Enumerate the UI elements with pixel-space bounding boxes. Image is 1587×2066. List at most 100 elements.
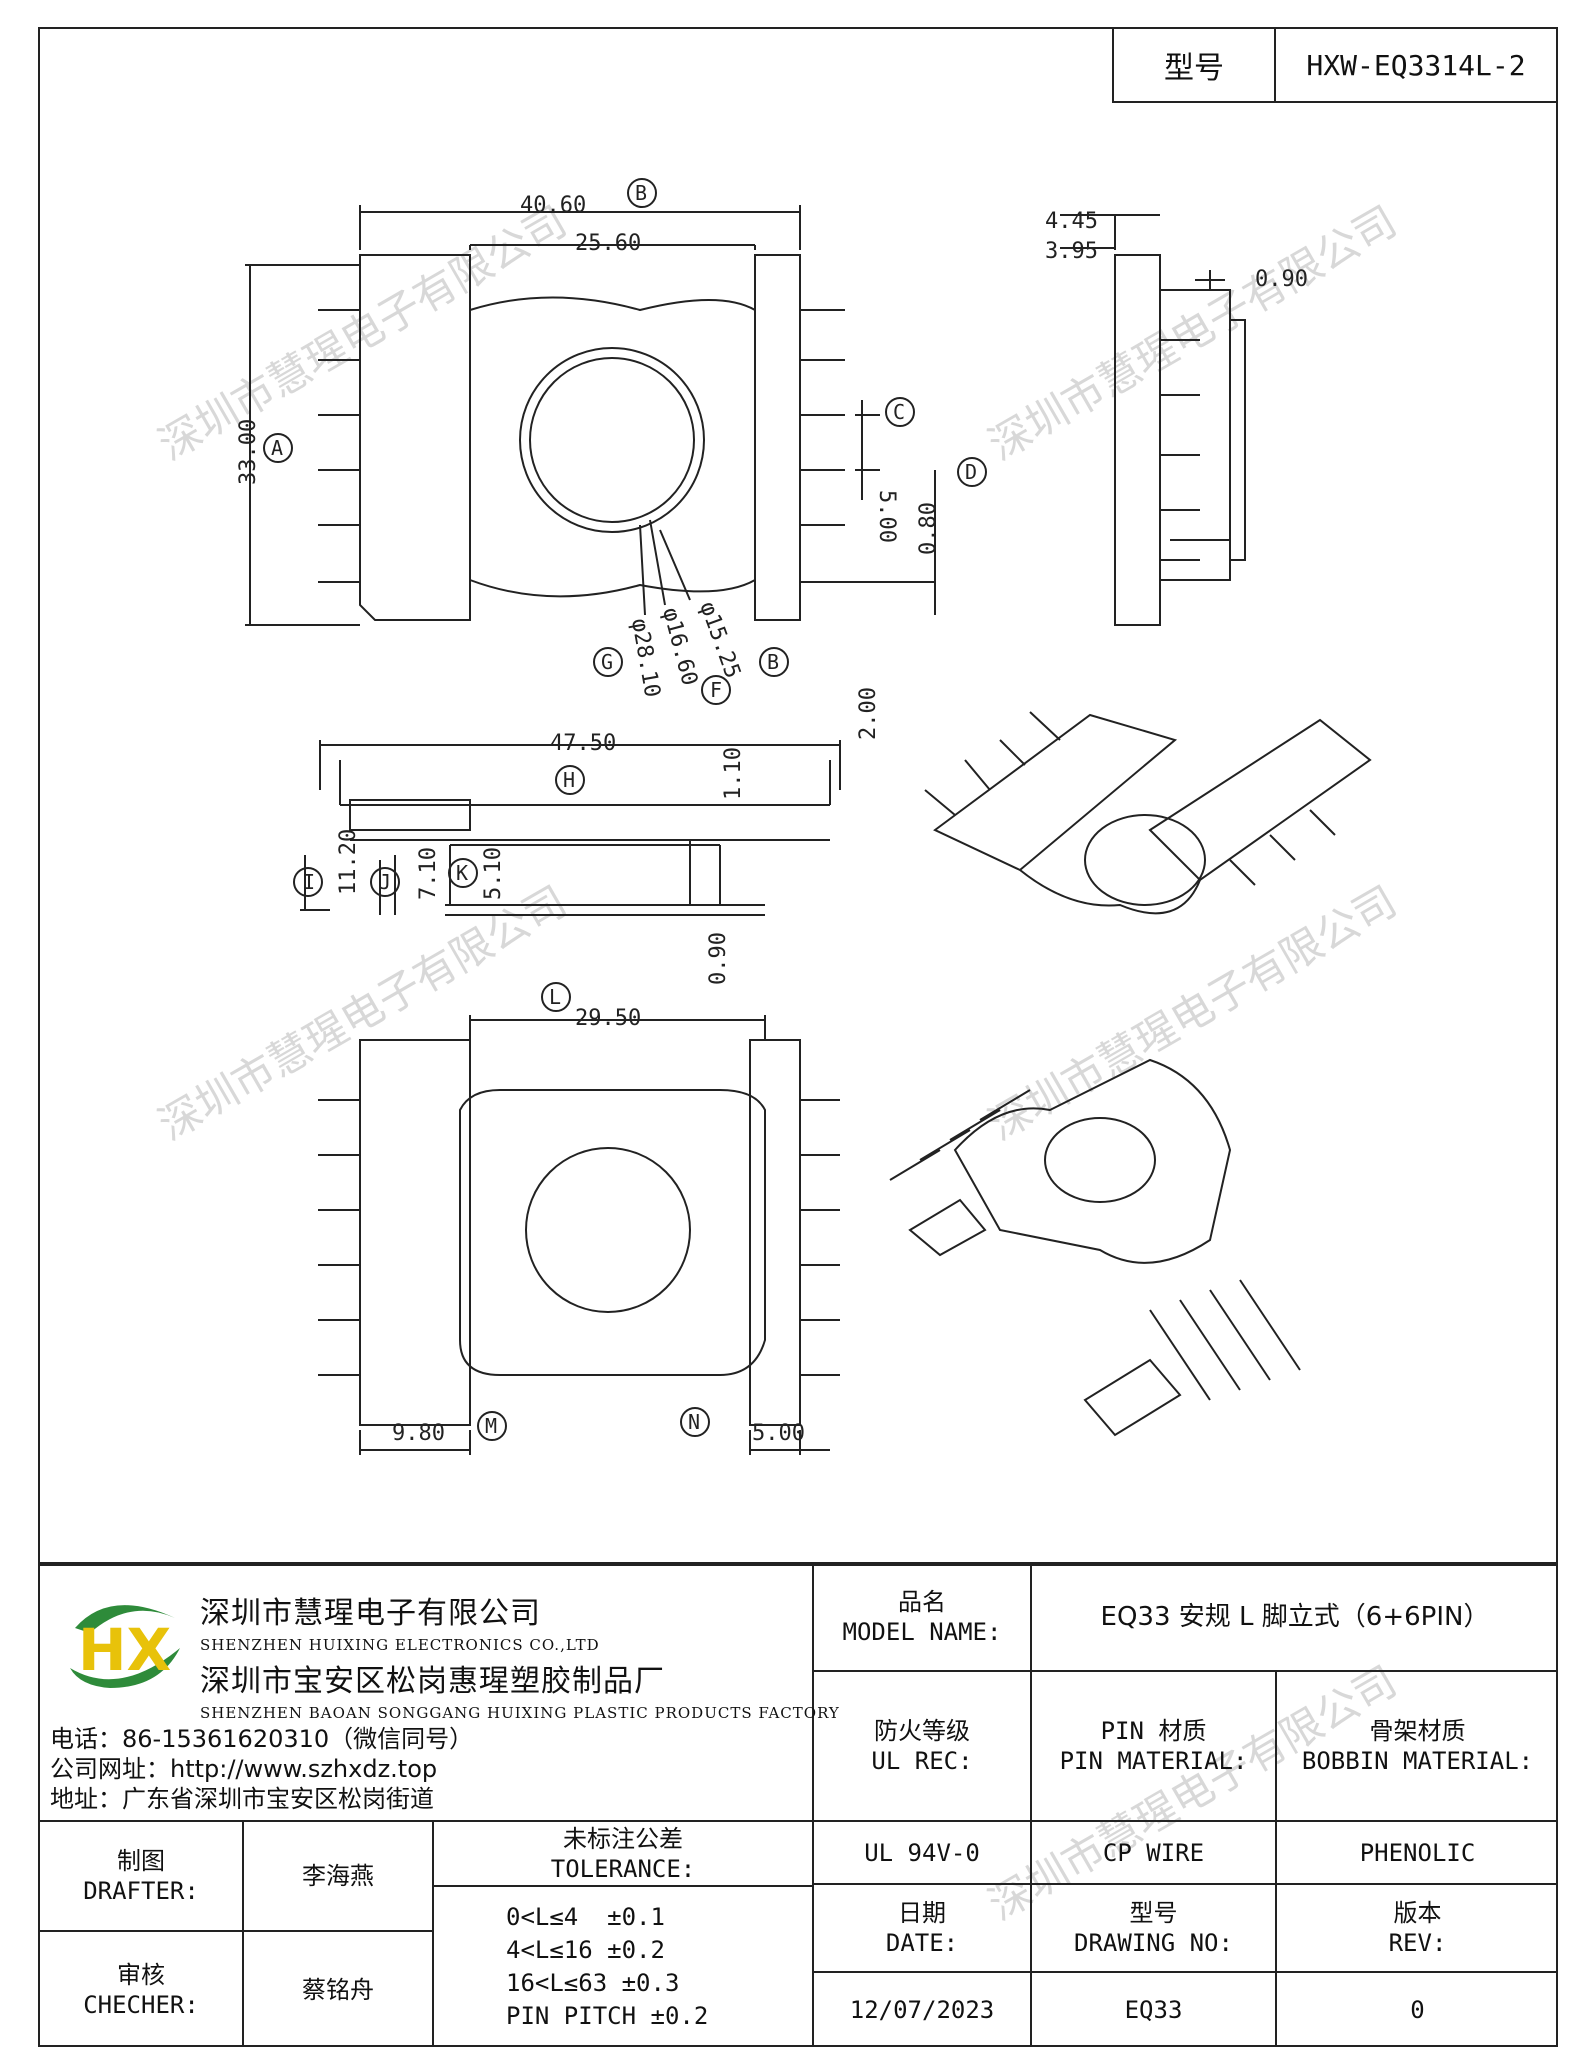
checker-label: 审核 CHECHER: — [40, 1932, 242, 2047]
date-label: 日期 DATE: — [814, 1885, 1030, 1971]
model-number-box: 型号 HXW-EQ3314L-2 — [1112, 27, 1558, 103]
label-c: C — [893, 400, 905, 424]
title-block — [38, 1562, 1558, 2049]
tolerance-row-3: 16<L≤63 ±0.3 — [506, 1969, 680, 1997]
company-info: 深圳市慧瑆电子有限公司 SHENZHEN HUIXING ELECTRONICS… — [200, 1588, 840, 1724]
model-number-value: HXW-EQ3314L-2 — [1306, 48, 1526, 82]
dim-5-00-bottom: 5.00 — [752, 1421, 805, 1446]
company-logo: HX — [50, 1588, 190, 1698]
tolerance-en: TOLERANCE: — [550, 1854, 696, 1883]
tolerance-label: 未标注公差 TOLERANCE: — [434, 1822, 812, 1885]
isometric-view-bottom — [889, 1058, 1301, 1437]
tolerance-row-2: 4<L≤16 ±0.2 — [506, 1936, 665, 1964]
dim-11-20: 11.20 — [336, 829, 361, 895]
side-view — [1060, 214, 1246, 626]
dim-phi15-25: φ15.25 — [694, 599, 745, 682]
model-name-label: 品名 MODEL NAME: — [814, 1564, 1030, 1670]
dim-9-80: 9.80 — [392, 1421, 445, 1446]
dim-3-95: 3.95 — [1045, 239, 1098, 264]
dim-40-60: 40.60 — [520, 193, 586, 218]
checker-name: 蔡铭舟 — [302, 1975, 374, 2004]
address: 地址：广东省深圳市宝安区松岗街道 — [50, 1785, 434, 1813]
date-cn: 日期 — [898, 1899, 946, 1927]
bottom-view — [318, 1015, 840, 1455]
company-name-en: SHENZHEN HUIXING ELECTRONICS CO.,LTD — [200, 1636, 600, 1654]
label-n: N — [688, 1410, 700, 1434]
model-name-label-en: MODEL NAME: — [842, 1618, 1002, 1646]
bobbin-material-cn: 骨架材质 — [1369, 1717, 1466, 1745]
rev-value: 0 — [1410, 1996, 1425, 2024]
tolerance-table: 0<L≤4 ±0.1 4<L≤16 ±0.2 16<L≤63 ±0.3 PIN … — [434, 1887, 812, 2047]
company-name-cn: 深圳市慧瑆电子有限公司 — [200, 1596, 541, 1631]
isometric-view-top — [924, 711, 1372, 915]
dim-5-00: 5.00 — [874, 490, 899, 543]
dim-7-10: 7.10 — [416, 847, 441, 900]
label-d: D — [965, 460, 977, 484]
drafter-en: DRAFTER: — [83, 1877, 199, 1905]
label-l: L — [549, 985, 561, 1009]
label-b-bottom: B — [767, 650, 779, 674]
drawing-no-value: EQ33 — [1124, 1996, 1183, 2024]
drawing-no-cn: 型号 — [1129, 1899, 1178, 1927]
drafter-label: 制图 DRAFTER: — [40, 1822, 242, 1930]
ul-rec-cn: 防火等级 — [874, 1717, 970, 1745]
technical-drawing: 40.60 25.60 33.00 5.00 0.80 φ15.25 φ16.6… — [236, 178, 1372, 1455]
rev-cn: 版本 — [1393, 1899, 1442, 1927]
label-h: H — [563, 768, 575, 792]
dim-0-90-top: 0.90 — [1255, 267, 1308, 292]
label-m: M — [485, 1414, 497, 1438]
label-g: G — [601, 650, 613, 674]
pin-material-value: CP WIRE — [1102, 1838, 1205, 1867]
pin-material-label: PIN 材质 PIN MATERIAL: — [1032, 1672, 1275, 1820]
ul-value: UL 94V-0 — [864, 1838, 980, 1867]
drawing-frame — [38, 27, 1558, 2047]
front-view — [300, 740, 841, 916]
label-k: K — [456, 861, 468, 885]
dim-phi28-10: φ28.10 — [626, 617, 664, 700]
model-name-label-cn: 品名 — [898, 1588, 946, 1616]
drafter-cn: 制图 — [117, 1847, 165, 1875]
tolerance-row-1: 0<L≤4 ±0.1 — [506, 1903, 665, 1931]
date-en: DATE: — [885, 1929, 959, 1957]
logo-text: HX — [78, 1616, 171, 1684]
tolerance-row-4: PIN PITCH ±0.2 — [506, 2002, 709, 2030]
pin-material-en: PIN MATERIAL: — [1059, 1747, 1248, 1775]
label-j: J — [379, 870, 391, 894]
model-number-label: 型号 — [1114, 29, 1276, 101]
dim-1-10: 1.10 — [721, 747, 746, 800]
rev-en: REV: — [1388, 1929, 1447, 1957]
factory-name-cn: 深圳市宝安区松岗惠瑆塑胶制品厂 — [200, 1664, 665, 1699]
factory-name-en: SHENZHEN BAOAN SONGGANG HUIXING PLASTIC … — [200, 1704, 840, 1722]
drafter-name: 李海燕 — [302, 1862, 374, 1890]
bobbin-material-label: 骨架材质 BOBBIN MATERIAL: — [1277, 1672, 1558, 1820]
bobbin-material-en: BOBBIN MATERIAL: — [1301, 1747, 1534, 1775]
label-b-top: B — [635, 181, 647, 205]
model-name-value: EQ33 安规 L 脚立式（6+6PIN） — [1100, 1601, 1490, 1632]
website: 公司网址：http://www.szhxdz.top — [50, 1755, 438, 1783]
dim-5-10: 5.10 — [481, 847, 506, 900]
drawing-no-label: 型号 DRAWING NO: — [1032, 1885, 1275, 1971]
dim-47-50: 47.50 — [550, 731, 616, 756]
checker-en: CHECHER: — [83, 1990, 199, 2019]
ul-rec-label: 防火等级 UL REC: — [814, 1672, 1030, 1820]
dim-4-45: 4.45 — [1045, 209, 1098, 234]
date-value: 12/07/2023 — [849, 1996, 995, 2024]
bobbin-material-value: PHENOLIC — [1359, 1838, 1476, 1867]
dim-phi16-60: φ16.60 — [657, 605, 702, 688]
checker-cn: 审核 — [117, 1960, 165, 1989]
pin-material-cn: PIN 材质 — [1100, 1717, 1207, 1745]
drawing-no-en: DRAWING NO: — [1074, 1929, 1233, 1957]
contact-info: 电话：86-15361620310（微信同号） 公司网址：http://www.… — [50, 1724, 473, 1814]
dim-33-00: 33.00 — [236, 419, 261, 485]
label-f: F — [710, 678, 722, 702]
rev-label: 版本 REV: — [1277, 1885, 1558, 1971]
dim-0-90-front: 0.90 — [706, 932, 731, 985]
circled-labels: B A C D G F B H I J K L M N — [263, 178, 987, 1441]
ul-rec-en: UL REC: — [871, 1747, 973, 1775]
dim-0-80: 0.80 — [916, 502, 941, 555]
label-a: A — [271, 436, 283, 460]
tolerance-cn: 未标注公差 — [563, 1824, 683, 1853]
top-view — [245, 205, 936, 626]
label-i: I — [303, 870, 315, 894]
dim-2-00: 2.00 — [856, 687, 881, 740]
